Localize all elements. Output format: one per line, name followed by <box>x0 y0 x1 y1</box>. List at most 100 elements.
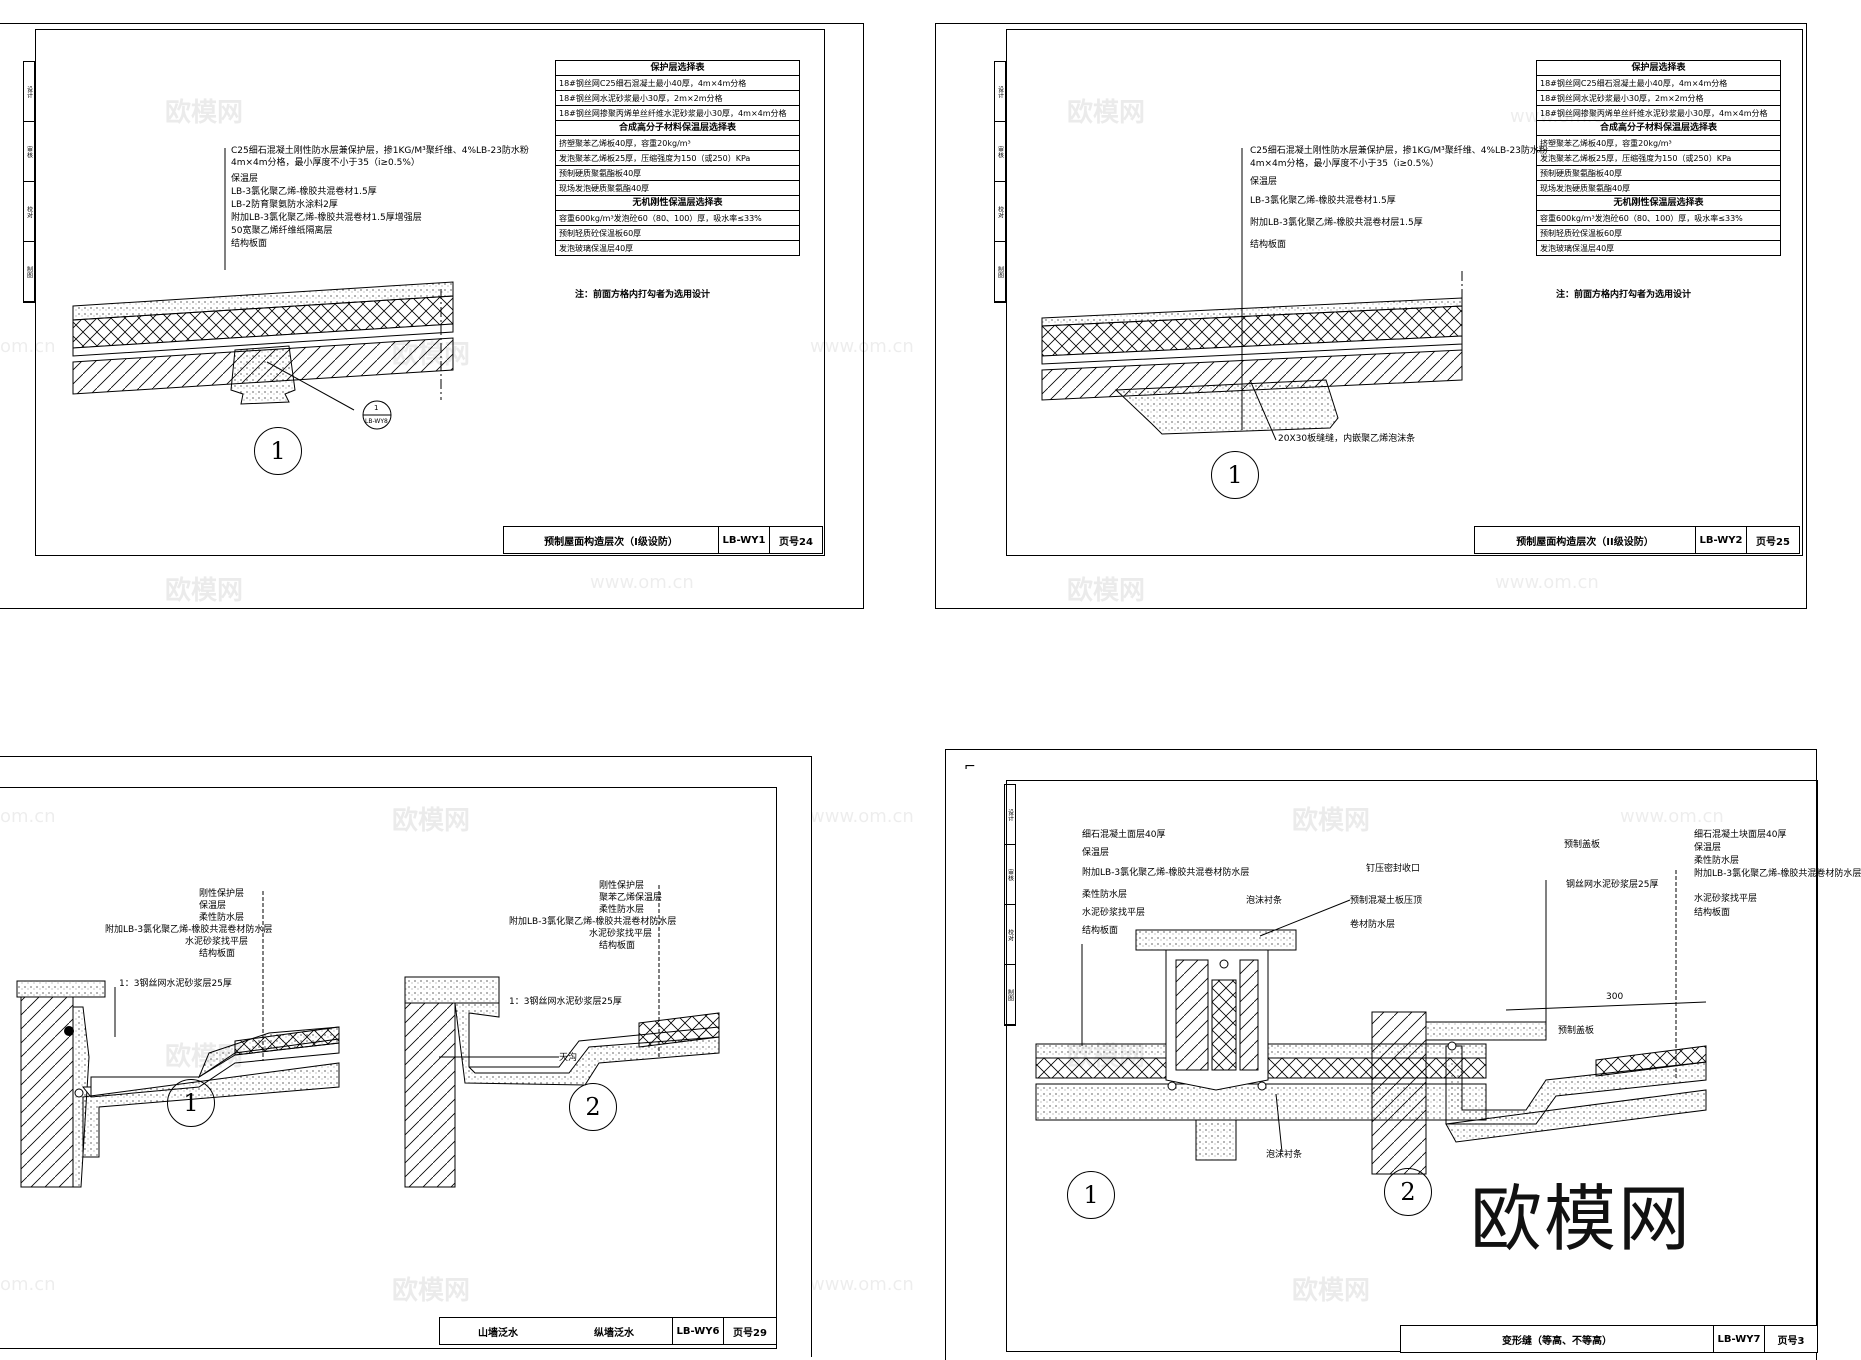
protection-layer-table: 保护层选择表 18#钢丝网C25细石混凝土最小40厚，4m×4m分格 18#钢丝… <box>1536 60 1781 256</box>
callout-label: 细石混凝土块面层40厚 <box>1694 830 1787 840</box>
callout-label: 柔性防水层 <box>599 905 645 915</box>
callout-label: 结构板面 <box>199 949 236 959</box>
drawing-sheet-1: 设计 审核 校对 制图 保护层选择表 18#钢丝网C25细石混凝土最小40厚，4… <box>0 23 864 609</box>
side-label: 审核 <box>995 122 1005 182</box>
cap-label: 预制盖板 <box>1564 840 1601 850</box>
detail-number-circle: 1 <box>1211 451 1259 499</box>
callout-label: 聚苯乙烯保温层 <box>599 893 663 903</box>
callout-label: C25细石混凝土刚性防水层兼保护层，掺1KG/M³聚纤维、4%LB-23防水粉 <box>1250 146 1548 156</box>
callout-label: 附加LB-3氯化聚乙烯-橡胶共混卷材层1.5厚 <box>1250 218 1423 228</box>
protection-layer-table: 保护层选择表 18#钢丝网C25细石混凝土最小40厚，4m×4m分格 18#钢丝… <box>555 60 800 256</box>
corner-mark: ⌐ <box>964 759 976 775</box>
side-label: 审核 <box>24 122 34 182</box>
side-strip: 设计 审核 校对 制图 <box>994 61 1006 303</box>
drawing-code: LB-WY6 <box>673 1318 724 1344</box>
joint-label: 卷材防水层 <box>1350 920 1396 930</box>
callout-label: 水泥砂浆找平层 <box>185 937 249 947</box>
callout-label: 保温层 <box>199 901 227 911</box>
mortar-label: 1：3钢丝网水泥砂浆层25厚 <box>119 979 232 989</box>
cap-label: 预制盖板 <box>1558 1026 1595 1036</box>
callout-label: LB-2防育聚氨防水涂料2厚 <box>231 200 338 210</box>
watermark-url: www.om.cn <box>810 1274 914 1295</box>
callout-label: 附加LB-3氯化聚乙烯-橡胶共混卷材1.5厚增强层 <box>231 213 422 223</box>
callout-label: 柔性防水层 <box>1694 856 1740 866</box>
callout-label: LB-3氯化聚乙烯-橡胶共混卷材1.5厚 <box>1250 196 1396 206</box>
joint-note: 20X30板缝缝，内嵌聚乙烯泡沫条 <box>1278 434 1416 444</box>
drawing-title: 变形缝（等高、不等高） <box>1401 1326 1714 1352</box>
callout-label: 附加LB-3氯化聚乙烯-橡胶共混卷材防水层 <box>1082 868 1250 878</box>
callout-label: 保温层 <box>231 174 259 184</box>
gutter-label: 天沟 <box>559 1053 578 1063</box>
callout-label: 50宽聚乙烯纤维纸隔离层 <box>231 226 333 236</box>
callout-label: 水泥砂浆找平层 <box>1082 908 1146 918</box>
table-cell: 发泡玻璃保温层40厚 <box>555 240 800 256</box>
cap-label: 钉压密封收口 <box>1366 864 1421 874</box>
page-number: 页号3 <box>1777 1335 1805 1347</box>
brand-logo: 欧模网 <box>1470 1177 1693 1261</box>
drawing-sheet-2: 设计 审核 校对 制图 保护层选择表 18#钢丝网C25细石混凝土最小40厚，4… <box>935 23 1807 609</box>
side-label: 设计 <box>1005 785 1015 845</box>
inner-frame <box>35 29 825 556</box>
side-label: 校对 <box>1005 905 1015 965</box>
callout-label: 细石混凝土面层40厚 <box>1082 830 1166 840</box>
title-block: 变形缝（等高、不等高） LB-WY7 页号3 <box>1400 1325 1818 1353</box>
callout-label: 保温层 <box>1250 177 1278 187</box>
table-note: 注：前面方格内打勾者为选用设计 <box>1556 290 1692 300</box>
inner-frame <box>0 787 777 1349</box>
detail-number-circle: 1 <box>167 1079 215 1127</box>
inner-frame <box>1006 29 1803 556</box>
callout-label: 附加LB-3氯化聚乙烯-橡胶共混卷材防水层 <box>105 925 273 935</box>
drawing-sheet-3: 刚性保护层 保温层 柔性防水层 附加LB-3氯化聚乙烯-橡胶共混卷材防水层 水泥… <box>0 756 812 1357</box>
roof-section-drawing <box>1041 148 1463 441</box>
callout-label: 刚性保护层 <box>199 889 245 899</box>
dimension-label: 300 <box>1606 992 1624 1002</box>
drawing-code: LB-WY2 <box>1696 527 1747 553</box>
drawing-title: 山墙泛水 <box>478 1327 518 1339</box>
detail-number-circle: 2 <box>569 1083 617 1131</box>
drawing-code: LB-WY1 <box>719 527 770 553</box>
joint-label: 预制混凝土板压顶 <box>1350 896 1423 906</box>
page-number: 页号24 <box>779 536 813 548</box>
mortar-label: 1：3钢丝网水泥砂浆层25厚 <box>509 997 622 1007</box>
callout-label: 保温层 <box>1694 843 1722 853</box>
side-label: 审核 <box>1005 845 1015 905</box>
side-label: 校对 <box>24 182 34 242</box>
callout-label: 保温层 <box>1082 848 1110 858</box>
detail-number-circle: 1 <box>254 427 302 475</box>
side-label: 设计 <box>995 62 1005 122</box>
callout-label: 柔性防水层 <box>199 913 245 923</box>
page-number: 页号25 <box>1756 536 1790 548</box>
title-block: 预制屋面构造层次（I级设防） LB-WY1 页号24 <box>503 526 823 554</box>
side-label: 制图 <box>1005 965 1015 1025</box>
title-block: 预制屋面构造层次（II级设防） LB-WY2 页号25 <box>1474 526 1800 554</box>
side-strip: 设计 审核 校对 制图 <box>23 61 35 303</box>
callout-label: 结构板面 <box>599 941 636 951</box>
callout-label: 附加LB-3氯化聚乙烯-橡胶共混卷材防水层 <box>1694 869 1861 879</box>
callout-label: 4m×4m分格，最小厚度不小于35（i≥0.5%） <box>231 158 420 168</box>
drawing-title: 预制屋面构造层次（I级设防） <box>504 527 719 553</box>
detail-ref-number: 1 <box>374 404 379 412</box>
callout-label: 结构板面 <box>1250 240 1287 250</box>
side-strip: 设计 审核 校对 制图 <box>1004 784 1016 1026</box>
side-label: 制图 <box>995 242 1005 302</box>
detail-number-circle: 2 <box>1384 1168 1432 1216</box>
side-label: 设计 <box>24 62 34 122</box>
cap-label: 钢丝网水泥砂浆层25厚 <box>1566 880 1659 890</box>
expansion-joint-drawing <box>1035 870 1707 1175</box>
callout-label: 结构板面 <box>1082 926 1119 936</box>
callout-label: 水泥砂浆找平层 <box>589 929 653 939</box>
drawing-title: 纵墙泛水 <box>556 1318 673 1344</box>
callout-label: 结构板面 <box>231 239 268 249</box>
callout-label: 水泥砂浆找平层 <box>1694 894 1758 904</box>
roof-section-drawing <box>72 148 454 430</box>
side-label: 制图 <box>24 242 34 302</box>
callout-label: 结构板面 <box>1694 908 1731 918</box>
joint-label: 泡沫衬条 <box>1246 896 1283 906</box>
callout-label: 附加LB-3氯化聚乙烯-橡胶共混卷材防水层 <box>509 917 677 927</box>
callout-label: 4m×4m分格，最小厚度不小于35（i≥0.5%） <box>1250 159 1439 169</box>
callout-label: 刚性保护层 <box>599 881 645 891</box>
title-block: 山墙泛水 纵墙泛水 LB-WY6 页号29 <box>439 1317 777 1345</box>
page-number: 页号29 <box>733 1327 767 1339</box>
callout-label: C25细石混凝土刚性防水层兼保护层，掺1KG/M³聚纤维、4%LB-23防水粉 <box>231 146 529 156</box>
callout-label: 柔性防水层 <box>1082 890 1128 900</box>
